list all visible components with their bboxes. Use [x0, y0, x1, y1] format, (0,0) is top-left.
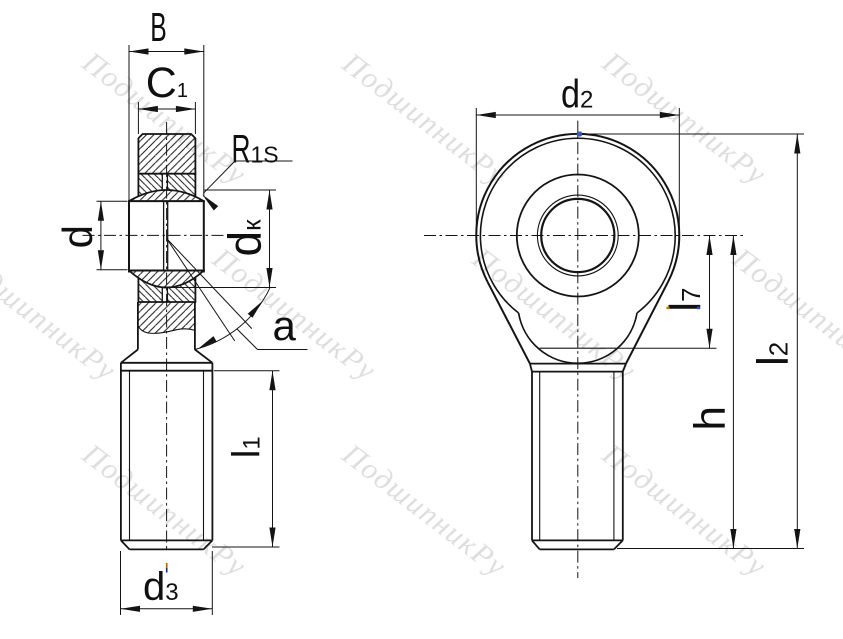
svg-text:B: B	[150, 4, 167, 50]
svg-text:d2: d2	[561, 73, 593, 117]
svg-text:d3: d3	[143, 565, 179, 609]
svg-text:l1: l1	[225, 436, 268, 458]
svg-text:l2: l2	[749, 342, 798, 366]
svg-text:h: h	[686, 406, 735, 430]
svg-text:a: a	[273, 302, 297, 349]
svg-text:C1: C1	[146, 59, 188, 107]
svg-text:l7: l7	[661, 288, 710, 312]
svg-text:dк: dк	[219, 219, 271, 257]
svg-text:R1S: R1S	[232, 128, 279, 172]
svg-text:d: d	[54, 225, 101, 248]
